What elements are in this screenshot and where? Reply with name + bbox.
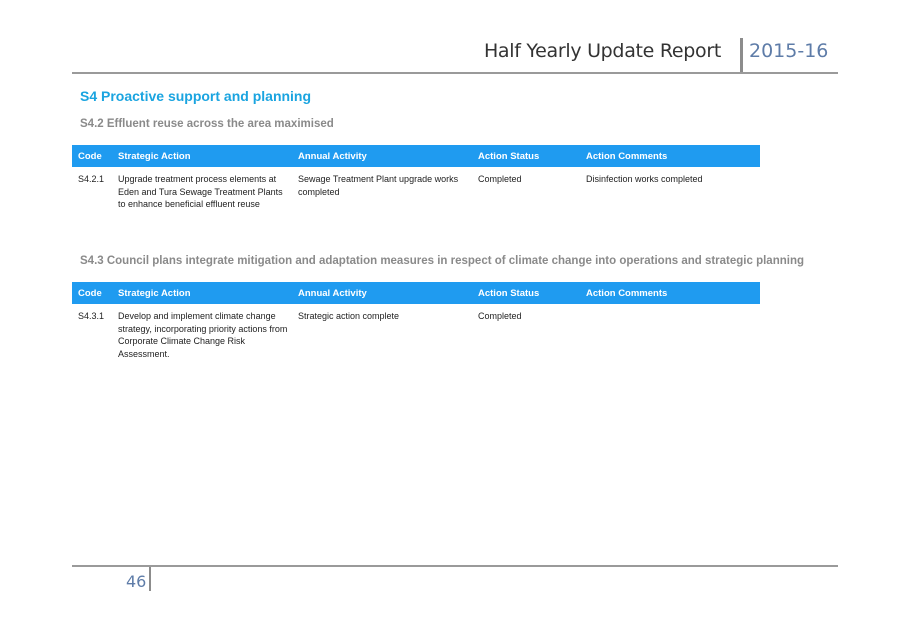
table-row: S4.3.1 Develop and implement climate cha…	[72, 304, 760, 368]
header-code: Code	[78, 288, 102, 299]
actions-table-s4-2: Code Strategic Action Annual Activity Ac…	[72, 145, 760, 231]
cell-action-status: Completed	[478, 174, 522, 184]
header-divider	[740, 38, 743, 72]
table-row: S4.2.1 Upgrade treatment process element…	[72, 167, 760, 231]
actions-table-s4-3: Code Strategic Action Annual Activity Ac…	[72, 282, 760, 368]
cell-annual-activity: Strategic action complete	[298, 311, 400, 321]
section-title: S4 Proactive support and planning	[80, 88, 312, 104]
subsection-title-s4-2: S4.2 Effluent reuse across the area maxi…	[80, 118, 334, 130]
header-action-comments: Action Comments	[586, 288, 668, 299]
footer-rule	[72, 565, 838, 567]
header-action-status: Action Status	[478, 151, 540, 162]
footer-divider	[149, 567, 151, 591]
header-strategic-action: Strategic Action	[118, 288, 191, 299]
table-header: Code Strategic Action Annual Activity Ac…	[72, 282, 760, 304]
header-code: Code	[78, 151, 102, 162]
report-title: Half Yearly Update Report	[483, 40, 721, 62]
subsection-title-s4-3: S4.3 Council plans integrate mitigation …	[80, 255, 805, 267]
cell-action-status: Completed	[478, 311, 522, 321]
table-header: Code Strategic Action Annual Activity Ac…	[72, 145, 760, 167]
cell-strategic-action: Develop and implement climate change str…	[118, 311, 288, 359]
cell-code: S4.3.1	[78, 311, 105, 321]
cell-code: S4.2.1	[78, 174, 105, 184]
cell-annual-activity: Sewage Treatment Plant upgrade works com…	[298, 174, 459, 197]
header-action-comments: Action Comments	[586, 151, 668, 162]
header-action-status: Action Status	[478, 288, 540, 299]
cell-strategic-action: Upgrade treatment process elements at Ed…	[118, 174, 283, 209]
page-number: 46	[126, 572, 147, 591]
cell-action-comments: Disinfection works completed	[586, 174, 703, 184]
header-annual-activity: Annual Activity	[298, 288, 367, 299]
header-rule	[72, 72, 838, 74]
header-strategic-action: Strategic Action	[118, 151, 191, 162]
header-annual-activity: Annual Activity	[298, 151, 367, 162]
report-year: 2015-16	[749, 40, 829, 62]
